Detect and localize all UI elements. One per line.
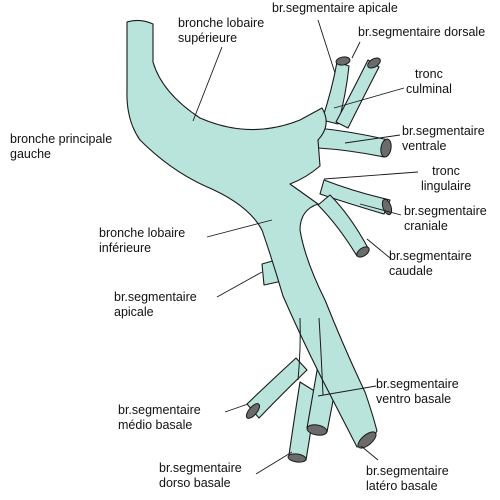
- leader-dorsale: [351, 41, 361, 59]
- label-line: craniale: [404, 219, 448, 233]
- label-line: ventrale: [402, 139, 447, 153]
- inner-line-left: [297, 317, 301, 381]
- label-line: tronc: [415, 67, 443, 81]
- label-line: br.segmentaire: [159, 461, 242, 475]
- cut-end-latero-basal: [357, 431, 377, 449]
- label-line: caudale: [389, 264, 433, 278]
- label-line: br.segmentaire: [402, 124, 485, 138]
- leader-ventro-basale: [317, 385, 377, 397]
- leader-ventrale: [344, 134, 401, 144]
- label-br-segmentaire-caudale: br.segmentaire caudale: [389, 249, 472, 279]
- label-br-segmentaire-ventro-basale: br.segmentaire ventro basale: [376, 377, 459, 407]
- cut-end-apical-upper: [335, 56, 351, 66]
- label-line: br.segmentaire: [404, 204, 487, 218]
- leader-lobaire-superieure: [192, 46, 223, 122]
- leader-dorso-basale: [255, 451, 293, 475]
- label-line: inférieure: [99, 241, 152, 255]
- label-line: br.segmentaire: [376, 377, 459, 391]
- label-line: br.segmentaire: [389, 249, 472, 263]
- label-line: supérieure: [178, 31, 238, 45]
- label-line: br.segmentaire: [114, 290, 197, 304]
- label-line: ventro basale: [376, 392, 452, 406]
- leader-apicale-bas: [216, 271, 263, 298]
- label-tronc-lingulaire: tronc lingulaire: [421, 164, 471, 194]
- label-line: culminal: [406, 82, 452, 96]
- label-bronche-lobaire-inferieure: bronche lobaire inférieure: [99, 226, 185, 256]
- segmental-medio-basal-branch: [246, 357, 308, 419]
- label-br-segmentaire-ventrale: br.segmentaire ventrale: [402, 124, 485, 154]
- cut-end-caudal: [356, 246, 370, 258]
- label-line: bronche lobaire: [99, 226, 186, 240]
- label-br-segmentaire-latero-basale: br.segmentaire latéro basale: [366, 464, 449, 494]
- leader-medio-basale: [224, 403, 249, 413]
- label-line: bronche lobaire: [178, 16, 265, 30]
- cut-end-dorsal: [367, 57, 381, 69]
- leader-lobaire-inferieure: [206, 219, 273, 238]
- cut-end-ventral: [380, 138, 392, 158]
- label-tronc-culminal: tronc culminal: [406, 67, 452, 97]
- label-br-segmentaire-medio-basale: br.segmentaire médio basale: [118, 403, 201, 433]
- leader-culminal: [333, 87, 405, 109]
- label-bronche-lobaire-superieure: bronche lobaire supérieure: [178, 16, 264, 46]
- label-br-segmentaire-apicale-haut: br.segmentaire apicale: [272, 1, 398, 16]
- leader-craniale: [359, 203, 402, 216]
- leader-latero-basale: [360, 445, 379, 461]
- label-br-segmentaire-apicale-bas: br.segmentaire apicale: [114, 290, 197, 320]
- cut-end-ventro-basal: [306, 424, 328, 436]
- label-line: médio basale: [118, 418, 193, 432]
- inner-line-right: [318, 317, 324, 396]
- label-line: br.segmentaire dorsale: [358, 25, 486, 39]
- label-br-segmentaire-dorso-basale: br.segmentaire dorso basale: [159, 461, 242, 491]
- label-line: br.segmentaire apicale: [272, 1, 398, 15]
- label-line: br.segmentaire: [118, 403, 201, 417]
- label-line: latéro basale: [366, 479, 438, 493]
- label-br-segmentaire-craniale: br.segmentaire craniale: [404, 204, 487, 234]
- label-bronche-principale-gauche: bronche principale gauche: [10, 132, 112, 162]
- label-br-segmentaire-dorsale: br.segmentaire dorsale: [358, 25, 485, 40]
- leader-apicale-haut: [317, 19, 336, 74]
- label-line: apicale: [114, 305, 154, 319]
- segmental-dorsal-branch: [335, 59, 380, 129]
- label-line: lingulaire: [421, 179, 472, 193]
- leader-caudale: [366, 238, 391, 259]
- cut-end-dorso-basal: [287, 453, 307, 463]
- label-line: br.segmentaire: [366, 464, 449, 478]
- cut-end-medio-basal: [245, 403, 261, 419]
- main-bronchus-trunk: [126, 19, 378, 448]
- label-line: bronche principale: [10, 132, 113, 146]
- label-line: tronc: [432, 164, 460, 178]
- leader-lingulaire: [323, 171, 419, 180]
- label-line: dorso basale: [159, 476, 231, 490]
- label-line: gauche: [10, 147, 52, 161]
- segmental-ventral-branch: [317, 127, 389, 158]
